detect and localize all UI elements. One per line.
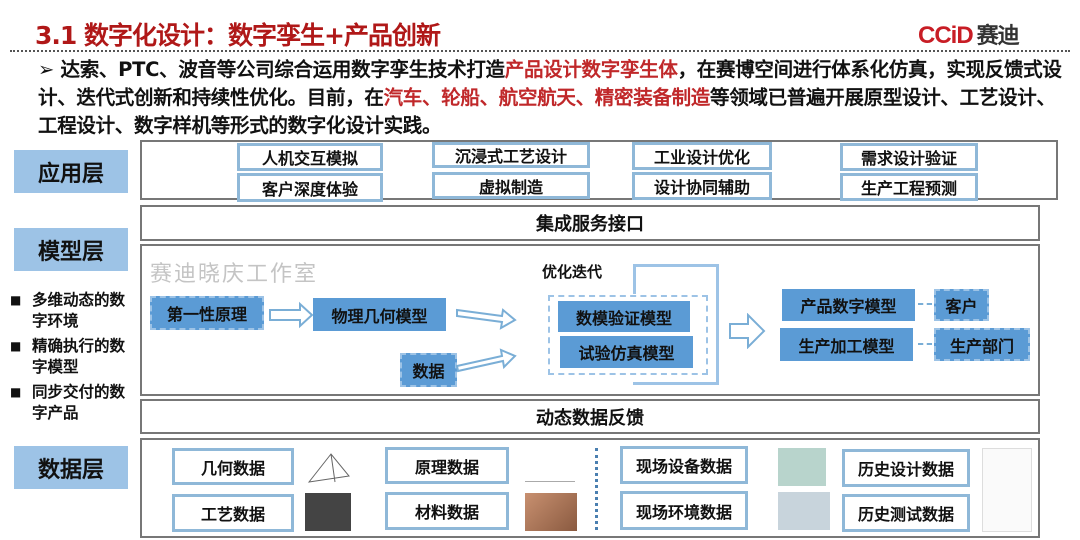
layer-data: 数据层 xyxy=(14,446,128,489)
feature-list: ■ 多维动态的数字环境 ■ 精确执行的数字模型 ■ 同步交付的数字产品 xyxy=(10,290,127,424)
production-dept-box: 生产部门 xyxy=(934,328,1030,361)
environment-image xyxy=(778,492,830,530)
watermark: 赛迪晓庆工作室 xyxy=(150,262,319,287)
data-item: 几何数据 xyxy=(172,448,294,485)
dashed-arrow xyxy=(918,303,932,305)
data-item: 现场环境数据 xyxy=(620,491,748,530)
highlight: 汽车、轮船、航空航天、精密装备制造 xyxy=(383,86,711,109)
feature-item: 多维动态的数字环境 xyxy=(32,291,126,330)
data-item: 工艺数据 xyxy=(172,494,294,532)
text: 达索、PTC、波音等公司综合运用数字孪生技术打造 xyxy=(60,58,506,81)
app-item: 客户深度体验 xyxy=(237,173,383,202)
data-box: 数据 xyxy=(400,353,457,387)
feedback-bar: 动态数据反馈 xyxy=(140,399,1040,434)
physical-model-box: 物理几何模型 xyxy=(313,298,446,331)
square-bullet-icon: ■ xyxy=(10,339,22,353)
sim-model-box: 试验仿真模型 xyxy=(560,336,693,368)
material-image xyxy=(525,493,577,531)
arrow-icon xyxy=(269,301,314,329)
feature-item: 精确执行的数字模型 xyxy=(32,337,126,376)
app-item: 设计协同辅助 xyxy=(632,172,772,200)
intro-paragraph: ➢ 达索、PTC、波音等公司综合运用数字孪生技术打造产品设计数字孪生体，在赛博空… xyxy=(38,56,1073,140)
data-item: 现场设备数据 xyxy=(620,446,748,484)
logo-en: CCiD xyxy=(918,22,974,49)
test-chart-image xyxy=(982,448,1032,532)
feature-item: 同步交付的数字产品 xyxy=(32,383,126,422)
square-bullet-icon: ■ xyxy=(10,385,22,399)
divider xyxy=(10,50,1070,52)
geometry-image xyxy=(307,453,350,483)
app-item: 工业设计优化 xyxy=(632,142,772,170)
app-item: 需求设计验证 xyxy=(840,143,978,171)
product-model-box: 产品数字模型 xyxy=(782,289,915,321)
bullet-icon: ➢ xyxy=(38,58,61,81)
page-title: 3.1 数字化设计：数字孪生+产品创新 xyxy=(35,21,441,50)
dashed-arrow xyxy=(918,343,932,345)
highlight: 产品设计数字孪生体 xyxy=(504,58,678,81)
production-model-box: 生产加工模型 xyxy=(780,328,913,361)
app-item: 虚拟制造 xyxy=(432,172,590,199)
verify-model-box: 数模验证模型 xyxy=(558,301,690,332)
equipment-image xyxy=(778,448,826,486)
data-item: 材料数据 xyxy=(385,492,509,530)
layer-model: 模型层 xyxy=(14,228,128,271)
data-item: 历史测试数据 xyxy=(842,494,970,532)
arrow-icon xyxy=(729,313,766,349)
separator xyxy=(595,448,598,530)
data-item: 原理数据 xyxy=(385,447,509,484)
process-image xyxy=(305,493,351,531)
integration-bar: 集成服务接口 xyxy=(140,205,1040,241)
customer-box: 客户 xyxy=(934,289,989,321)
text: ，在赛博空间进行体系化仿真，实现反馈式设计、迭代式创新和持续性优化。目前，在 xyxy=(38,58,1062,109)
loop-arrow xyxy=(633,264,636,294)
text: 等领域已普遍开展原型设计、工艺设计、工程设计、数字样机等形式的数字化设计实践。 xyxy=(38,86,1056,137)
iterate-label: 优化迭代 xyxy=(542,263,603,281)
app-item: 生产工程预测 xyxy=(840,173,978,201)
layer-app: 应用层 xyxy=(14,150,128,193)
arrows-icon xyxy=(455,308,517,373)
square-bullet-icon: ■ xyxy=(10,293,22,307)
data-item: 历史设计数据 xyxy=(842,449,970,487)
principle-image xyxy=(525,452,575,482)
app-item: 沉浸式工艺设计 xyxy=(432,142,590,168)
iteration-loop xyxy=(633,264,719,385)
first-principle-box: 第一性原理 xyxy=(150,296,264,330)
app-item: 人机交互模拟 xyxy=(237,143,383,171)
logo-cn: 赛迪 xyxy=(976,23,1020,48)
